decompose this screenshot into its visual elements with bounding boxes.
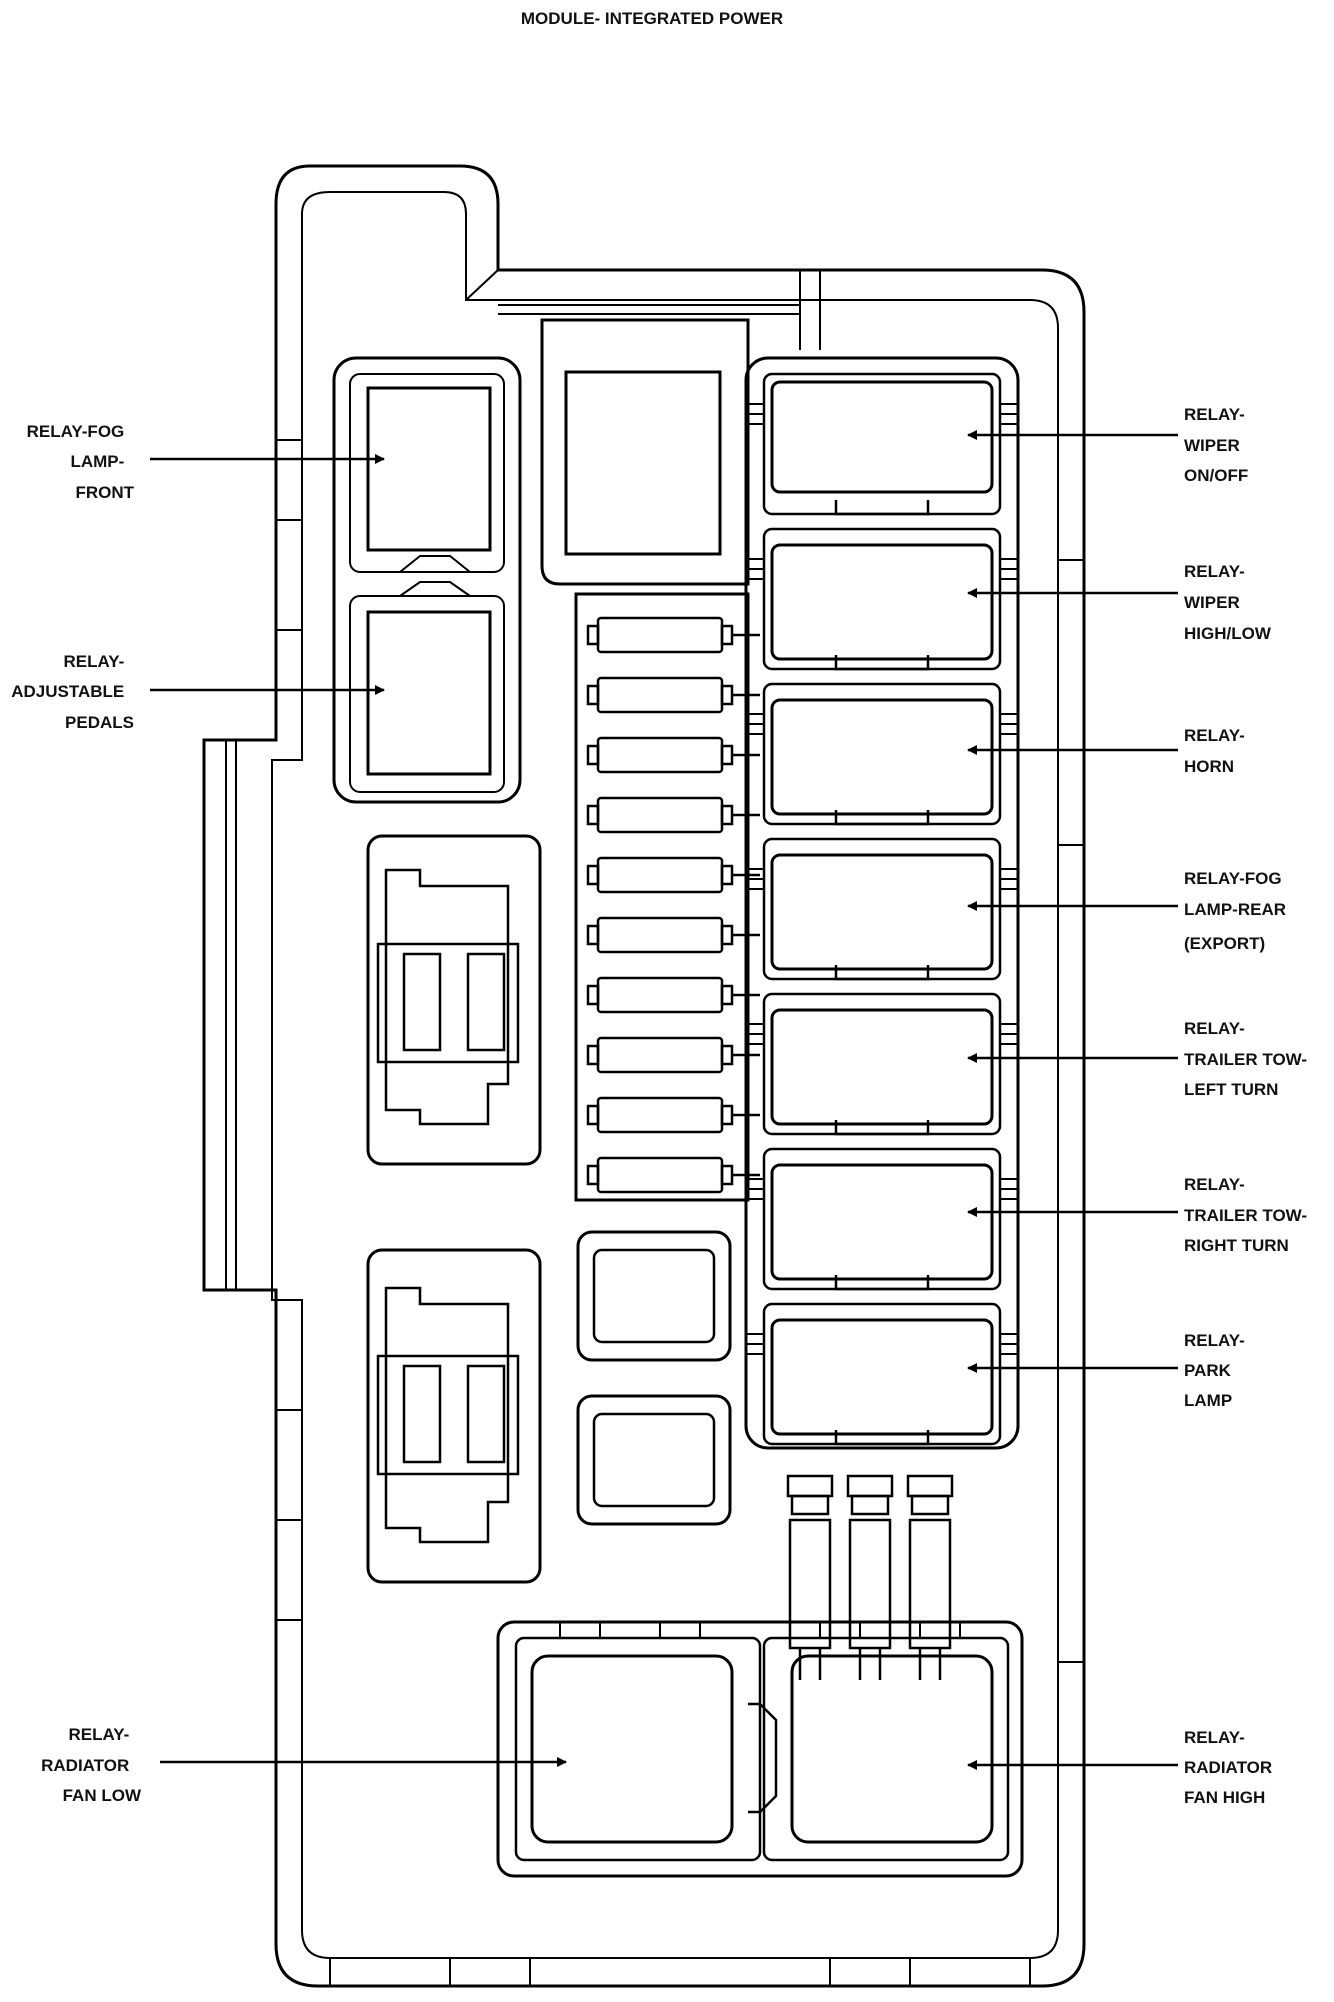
fuse-strip [574,592,760,1202]
center-top-component [540,318,750,586]
label-relay-wiper-high-low: RELAY- WIPER HIGH/LOW [1184,562,1272,643]
mini-fuse [586,616,760,654]
label-relay-radiator-fan-low: RELAY- RADIATOR FAN LOW [41,1725,142,1805]
right-relay [746,1302,1018,1446]
label-relay-adjustable-pedals: RELAY- ADJUSTABLE PEDALS [11,652,134,732]
mini-fuse [586,1036,760,1074]
module-housing [202,164,1086,1988]
relay-adjustable-pedals-body [366,610,492,776]
label-relay-wiper-on-off: RELAY- WIPER ON/OFF [1184,405,1250,485]
cartridge-fuse [906,1474,954,1680]
right-relay [746,682,1018,826]
mini-fuse [586,676,760,714]
label-relay-park-lamp: RELAY- PARK LAMP [1184,1331,1250,1410]
label-relay-trailer-tow-left-turn: RELAY- TRAILER TOW- LEFT TURN [1184,1019,1312,1099]
label-relay-horn: RELAY- HORN [1184,726,1250,776]
mini-fuse [586,976,760,1014]
callout-labels: RELAY-FOG LAMP- FRONT RELAY- ADJUSTABLE … [11,405,1312,1807]
label-relay-trailer-tow-right-turn: RELAY- TRAILER TOW- RIGHT TURN [1184,1175,1312,1255]
right-relay [746,992,1018,1136]
connector-upper [366,834,542,1166]
right-relay [746,372,1018,516]
relay-radiator-fan-high-body [790,1654,994,1844]
mini-fuse [586,1156,760,1194]
label-relay-fog-lamp-front: RELAY-FOG LAMP- FRONT [27,422,135,502]
relay-radiator-fan-low-body [530,1654,734,1844]
bottom-fuses [786,1474,954,1680]
diagram-title: MODULE- INTEGRATED POWER [521,9,783,28]
relay-fog-lamp-front-body [366,386,492,552]
cartridge-fuse [786,1474,834,1680]
mini-fuse [586,796,760,834]
callout-arrows [150,430,1178,1770]
right-relay [746,1147,1018,1291]
mini-fuse [586,916,760,954]
mini-fuse [586,856,760,894]
right-relay [746,527,1018,671]
mini-fuse [586,1096,760,1134]
left-relay-block [332,356,522,804]
label-relay-fog-lamp-rear: RELAY-FOG LAMP-REAR (EXPORT) [1184,869,1291,953]
connector-lower [366,1248,542,1584]
center-cavities [576,1230,732,1526]
label-relay-radiator-fan-high: RELAY- RADIATOR FAN HIGH [1184,1728,1277,1807]
cartridge-fuse [846,1474,894,1680]
right-relay [746,837,1018,981]
right-relay-block [744,356,1020,1450]
radiator-relay-block [496,1620,1024,1878]
mini-fuse [586,736,760,774]
